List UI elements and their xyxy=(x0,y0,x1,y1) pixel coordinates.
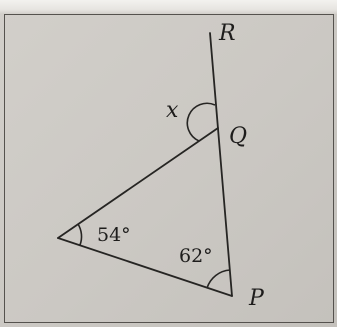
angle-label-62: 62° xyxy=(179,245,213,267)
angle-label-x: x xyxy=(166,98,179,123)
line-pr xyxy=(209,32,233,297)
angle-label-54: 54° xyxy=(97,224,131,246)
vertex-label-p: P xyxy=(248,286,265,311)
vertex-label-q: Q xyxy=(229,124,247,149)
paper-top-edge xyxy=(0,0,337,14)
angle-arc-x xyxy=(186,102,216,142)
side-q-left xyxy=(57,127,219,239)
side-left-p xyxy=(57,237,233,297)
vertex-label-r: R xyxy=(218,21,236,46)
angle-arc-54 xyxy=(77,223,83,246)
figure-frame xyxy=(4,14,334,323)
angle-arc-62 xyxy=(206,269,231,289)
